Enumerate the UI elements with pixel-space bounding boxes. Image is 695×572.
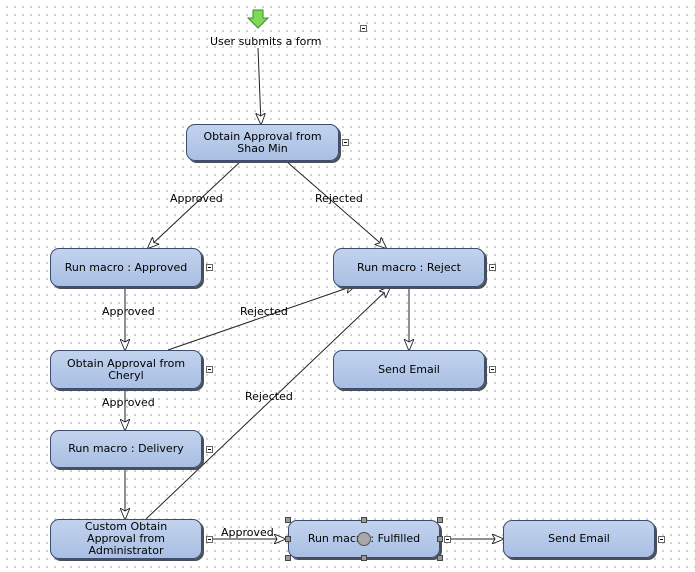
edge-cheryl-rejected[interactable]	[167, 285, 356, 351]
node-label: Custom Obtain Approval from Administrato…	[84, 520, 168, 557]
collapse-icon[interactable]	[489, 264, 496, 271]
node-run-macro-approved[interactable]: Run macro : Approved	[50, 248, 202, 287]
selection-handle[interactable]	[437, 555, 443, 561]
collapse-icon[interactable]	[444, 536, 451, 543]
node-label: Run macro : Approved	[64, 260, 188, 274]
collapse-icon[interactable]	[360, 25, 367, 32]
node-run-macro-reject[interactable]: Run macro : Reject	[333, 248, 485, 287]
collapse-icon[interactable]	[489, 366, 496, 373]
edge-label-cheryl-approved: Approved	[102, 396, 155, 409]
edge-shao-rejected[interactable]	[285, 160, 386, 248]
collapse-icon[interactable]	[206, 446, 213, 453]
collapse-icon[interactable]	[206, 536, 213, 543]
connection-point-handle[interactable]	[357, 532, 371, 546]
node-label: Send Email	[548, 532, 610, 545]
edge-label-admin-rejected: Rejected	[245, 390, 293, 403]
start-arrow-icon	[246, 9, 270, 29]
node-custom-approval-administrator[interactable]: Custom Obtain Approval from Administrato…	[50, 519, 202, 559]
edge-shao-approved[interactable]	[148, 160, 242, 248]
collapse-icon[interactable]	[206, 264, 213, 271]
selection-handle[interactable]	[361, 517, 367, 523]
node-label: Run macro : Delivery	[68, 442, 184, 455]
node-run-macro-delivery[interactable]: Run macro : Delivery	[50, 430, 202, 468]
start-label: User submits a form	[210, 35, 322, 48]
edge-label-shao-rejected: Rejected	[315, 192, 363, 205]
selection-handle[interactable]	[285, 555, 291, 561]
node-label: Run macro : Reject	[357, 260, 461, 274]
node-label: Send Email	[378, 362, 440, 376]
selection-handle[interactable]	[361, 555, 367, 561]
selection-handle[interactable]	[437, 517, 443, 523]
edge-label-shao-approved: Approved	[170, 192, 223, 205]
selection-handle[interactable]	[437, 536, 443, 542]
node-label: Obtain Approval from Cheryl	[66, 356, 186, 382]
node-approval-cheryl[interactable]: Obtain Approval from Cheryl	[50, 350, 202, 389]
selection-handle[interactable]	[285, 517, 291, 523]
selection-handle[interactable]	[285, 536, 291, 542]
collapse-icon[interactable]	[206, 366, 213, 373]
collapse-icon[interactable]	[658, 536, 665, 543]
edge-label-admin-approved: Approved	[221, 526, 274, 539]
node-approval-shao-min[interactable]: Obtain Approval from Shao Min	[186, 124, 339, 161]
collapse-icon[interactable]	[342, 139, 349, 146]
edge-label-macro-approved-approved: Approved	[102, 305, 155, 318]
edge-admin-rejected[interactable]	[145, 287, 390, 520]
node-send-email-fulfilled[interactable]: Send Email	[503, 520, 655, 558]
edge-label-cheryl-rejected: Rejected	[240, 305, 288, 318]
node-label: Obtain Approval from Shao Min	[203, 129, 322, 155]
node-send-email-reject[interactable]: Send Email	[333, 350, 485, 389]
edge-start-to-shao[interactable]	[258, 47, 261, 124]
